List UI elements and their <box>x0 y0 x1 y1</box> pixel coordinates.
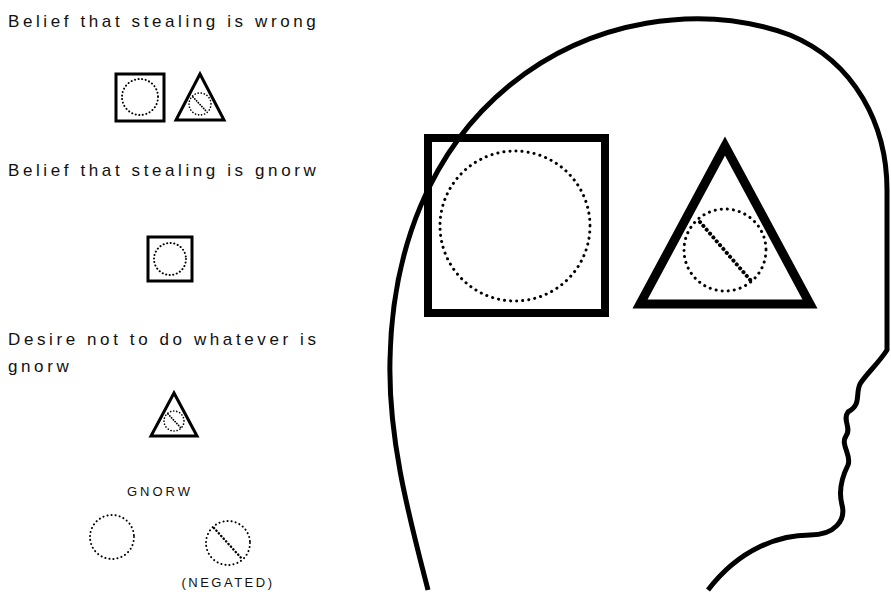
negation-slash-icon <box>168 414 181 428</box>
symbol-label: GNORW <box>95 484 225 500</box>
caption-label: Belief that stealing is gnorw <box>8 157 328 184</box>
caption-label: Belief that stealing is wrong <box>8 8 428 35</box>
negation-slash <box>700 222 752 282</box>
negated-circle-icon <box>164 411 184 431</box>
negated-circle-icon <box>189 93 211 115</box>
desire-triangle <box>640 146 810 304</box>
negation-slash-icon <box>193 97 207 112</box>
desire-triangle-icon <box>151 393 197 436</box>
caption-label: Desire not to do whatever is gnorw <box>8 326 388 380</box>
gnorw-symbol <box>90 515 134 559</box>
gnorw-circle-icon <box>154 243 186 275</box>
desire-triangle-icon <box>176 74 224 120</box>
negated-symbol <box>206 521 250 565</box>
gnorw-circle-icon <box>122 79 158 115</box>
negation-slash <box>214 528 243 560</box>
negated-circle <box>684 209 766 291</box>
belief-square-icon <box>116 74 164 121</box>
head-outline <box>390 19 887 590</box>
belief-square-icon <box>148 237 192 281</box>
belief-square <box>428 138 605 313</box>
gnorw-circle <box>440 151 590 301</box>
symbol-label: (NEGATED) <box>158 575 298 591</box>
